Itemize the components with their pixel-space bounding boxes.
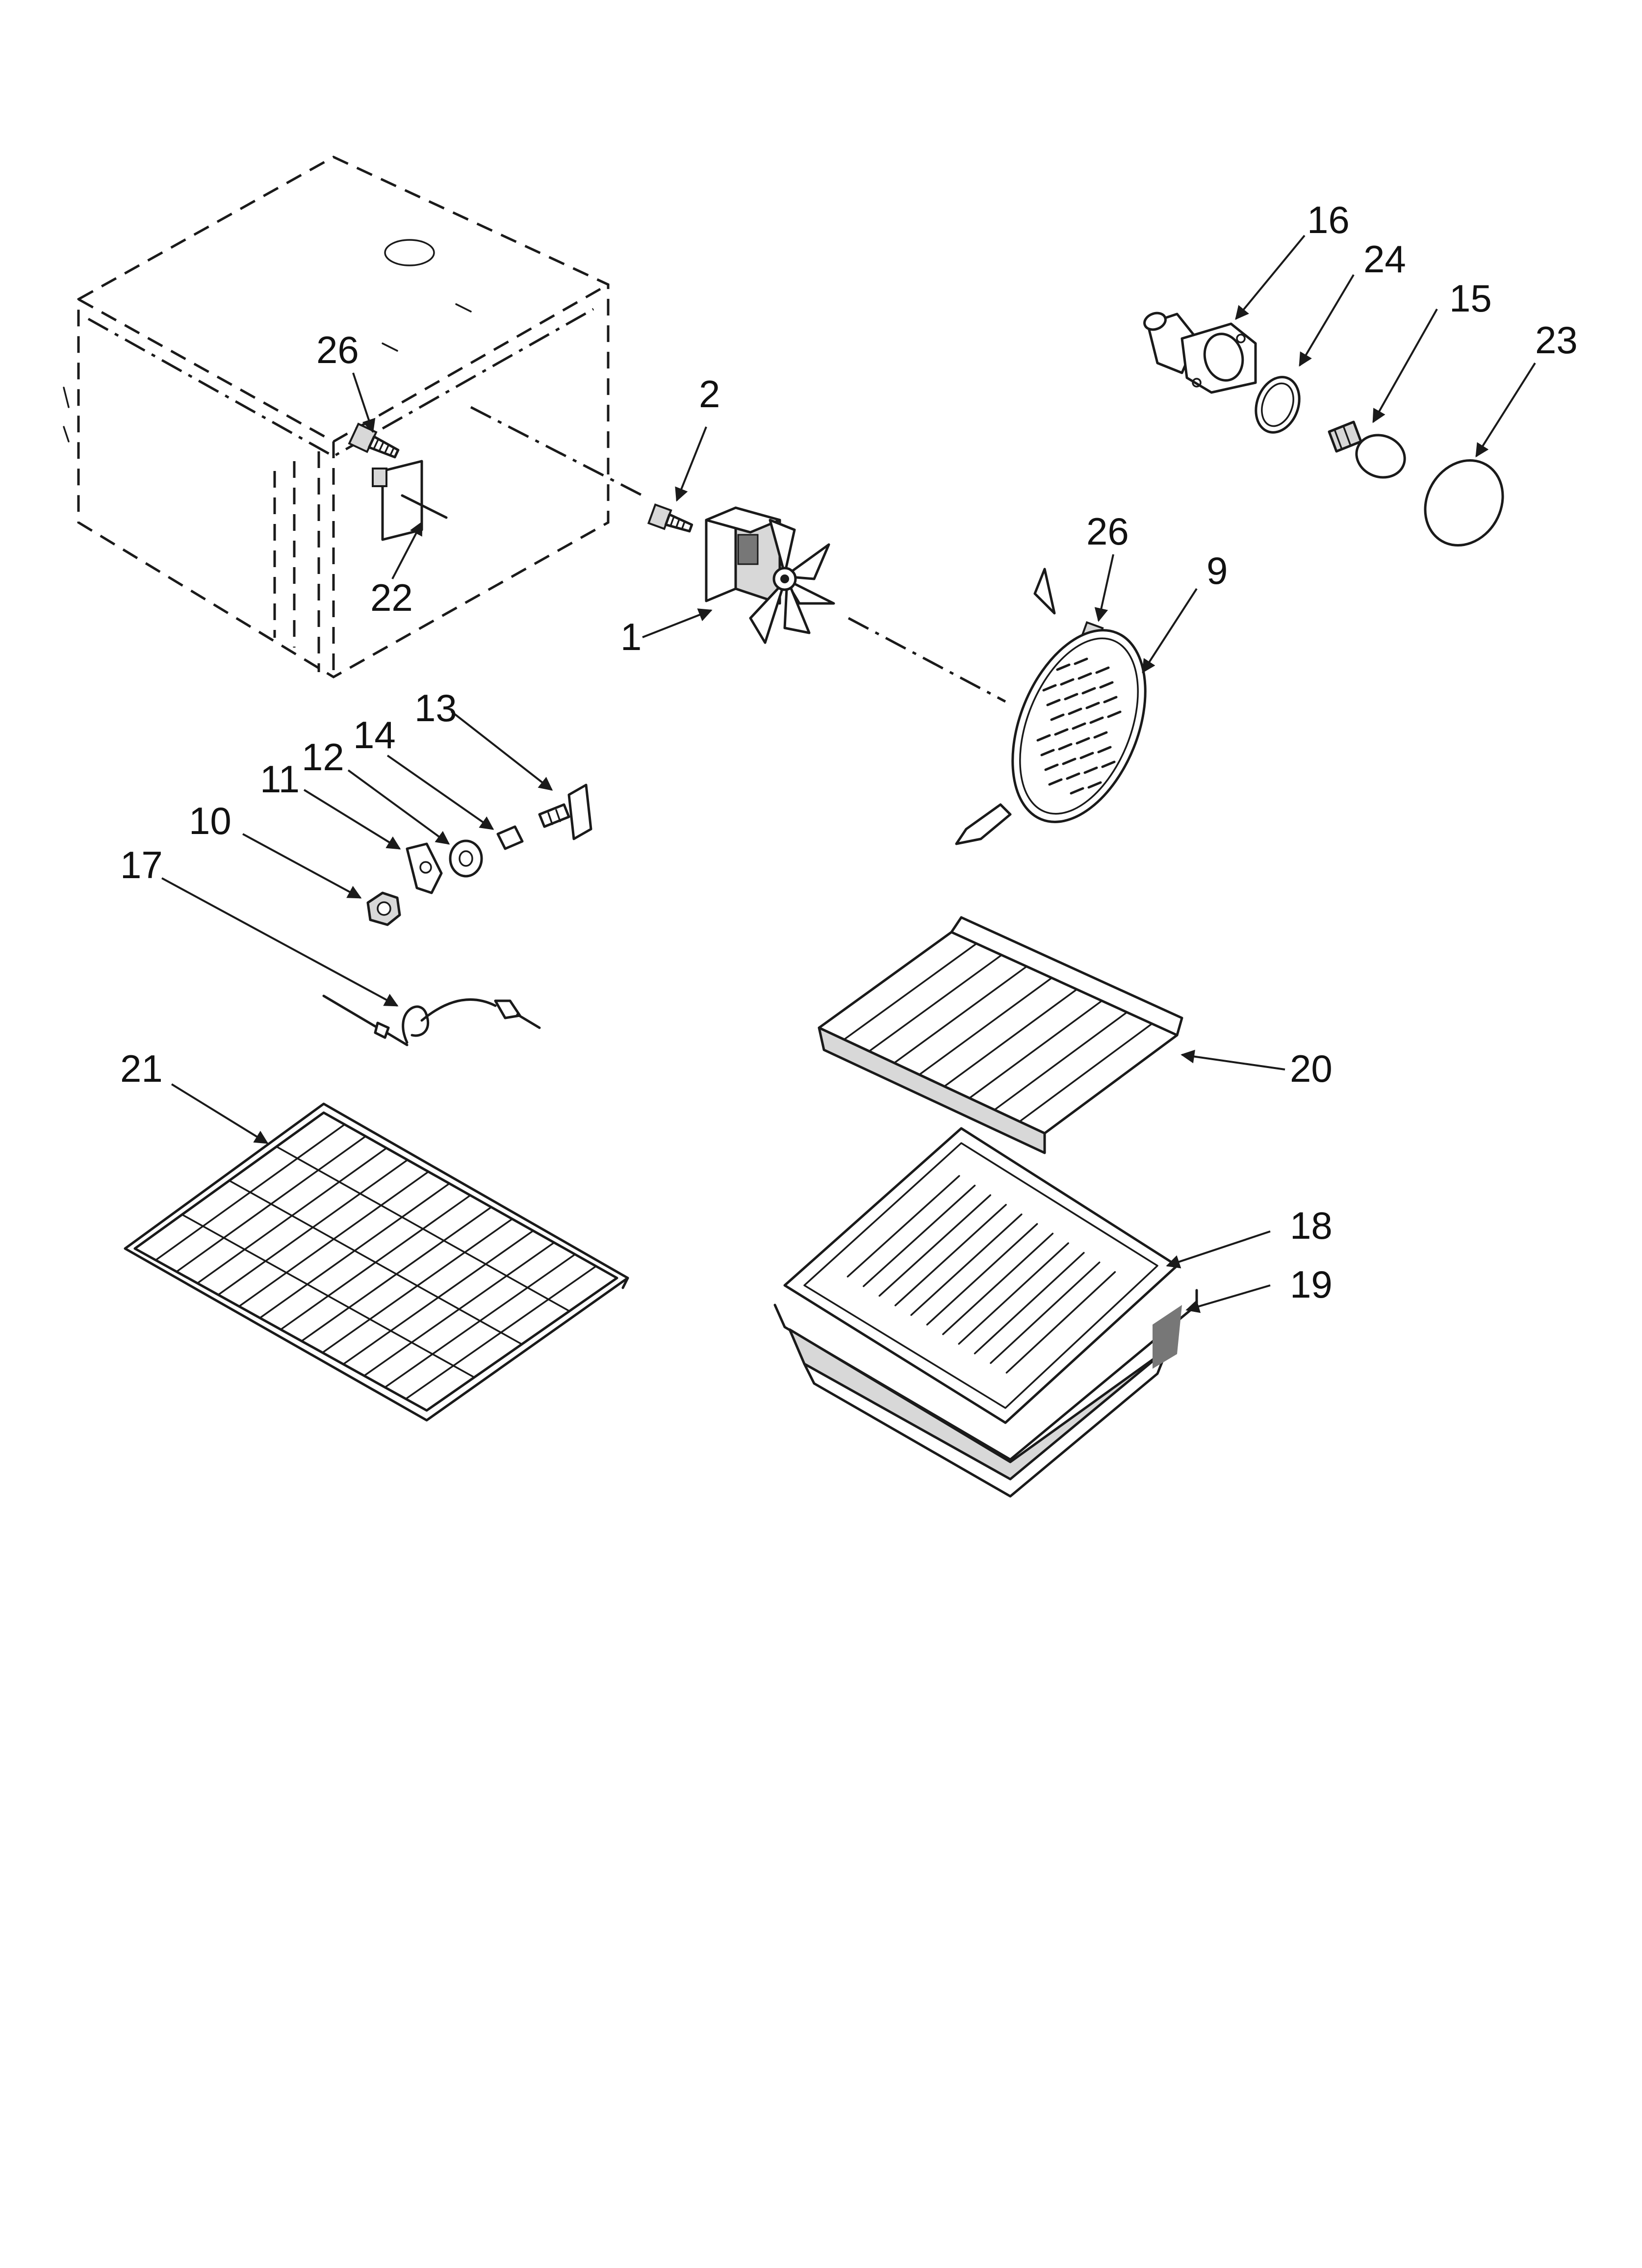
leader-12 [347, 769, 450, 845]
leader-1 [642, 608, 713, 638]
light-bulb-part-15 [1328, 420, 1406, 479]
callout-2: 2 [699, 372, 720, 416]
callout-9: 9 [1206, 549, 1228, 592]
leader-23 [1475, 362, 1536, 458]
oven-rack-part-21 [124, 1102, 629, 1422]
callout-12: 12 [302, 735, 344, 779]
leader-26a [352, 372, 376, 433]
callout-15: 15 [1449, 277, 1492, 320]
callout-numbers: 1 2 9 10 11 12 13 14 15 16 17 18 19 20 2… [120, 198, 1578, 1306]
screw-part-2 [647, 503, 693, 533]
meat-probe-part-17 [322, 994, 541, 1046]
oven-rack-bars [154, 1123, 597, 1400]
clip-part-11 [406, 842, 443, 894]
leader-18 [1166, 1230, 1271, 1269]
callout-24: 24 [1363, 237, 1406, 281]
leader-19 [1185, 1284, 1271, 1313]
callout-20: 20 [1290, 1047, 1333, 1090]
callout-17: 17 [120, 843, 163, 886]
leader-10 [242, 833, 362, 899]
leader-17 [161, 877, 399, 1007]
insulator-part-14 [496, 825, 524, 850]
fan-alignment-line [470, 406, 1006, 703]
broiler-pan-part-19 [773, 1289, 1198, 1498]
callout-19: 19 [1290, 1263, 1333, 1306]
leader-lines [161, 235, 1536, 1313]
lens-cover-part-23 [1424, 459, 1504, 547]
fan-cover-grille [1036, 657, 1122, 795]
fan-cover-part-9 [955, 568, 1147, 845]
callout-10: 10 [189, 799, 231, 842]
fan-motor-part-1 [705, 506, 835, 644]
leader-2 [675, 426, 707, 502]
callout-22: 22 [370, 576, 413, 619]
callout-14: 14 [353, 713, 396, 756]
callout-21: 21 [120, 1047, 163, 1090]
callout-1: 1 [620, 615, 641, 658]
callout-13: 13 [414, 686, 457, 730]
light-socket-part-16 [1143, 312, 1257, 394]
terminal-part-13 [538, 783, 592, 840]
leader-9 [1142, 588, 1198, 674]
leader-26b [1094, 554, 1114, 622]
gasket-part-24 [1255, 376, 1301, 434]
leader-16 [1235, 235, 1306, 320]
leader-24 [1299, 274, 1355, 367]
callout-18: 18 [1290, 1204, 1333, 1247]
callout-11: 11 [260, 757, 300, 801]
broiler-insert-part-20 [818, 916, 1183, 1154]
oven-cavity-outline [63, 156, 610, 678]
broiler-insert-ribs [843, 942, 1153, 1122]
leader-15 [1372, 309, 1438, 423]
callout-26-fan-cover-screw: 26 [1086, 510, 1129, 553]
callout-26-cavity-screw: 26 [316, 328, 359, 371]
hex-nut-part-10 [366, 891, 401, 926]
leader-11 [303, 789, 401, 850]
screw-part-26 [348, 422, 400, 459]
washer-part-12 [449, 839, 483, 878]
bracket-part-22 [372, 460, 448, 541]
callout-23: 23 [1535, 318, 1578, 362]
leader-22 [391, 521, 423, 579]
leader-20 [1180, 1049, 1285, 1070]
leader-14 [386, 755, 494, 830]
broiler-grid-slots [847, 1175, 1116, 1374]
leader-21 [171, 1083, 269, 1144]
leader-13 [450, 710, 553, 791]
callout-16: 16 [1307, 198, 1350, 241]
